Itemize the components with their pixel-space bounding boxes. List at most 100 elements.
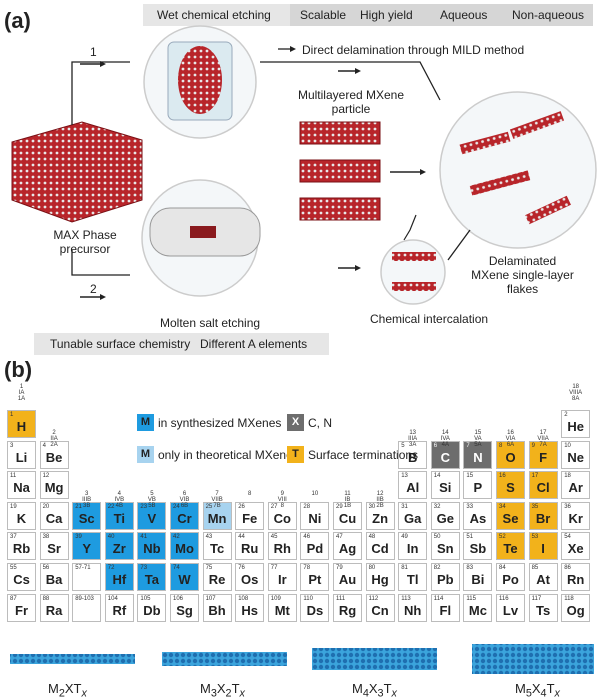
element-symbol: Cr	[177, 510, 192, 526]
formula-part: T	[383, 681, 392, 696]
group-label-g8: 8	[248, 491, 252, 497]
element-symbol: Nh	[404, 602, 422, 618]
element-symbol: Ni	[308, 510, 322, 526]
atomic-number: 30	[368, 503, 376, 510]
group-label-g9: 9 VIII 8	[277, 491, 287, 509]
atomic-number: 89-103	[75, 595, 94, 602]
atomic-number: 40	[107, 534, 115, 541]
formula-part: M	[515, 681, 526, 696]
atomic-number: 44	[238, 534, 245, 541]
element-symbol: Ne	[567, 449, 584, 465]
panel-a-label: (a)	[4, 8, 31, 33]
element-symbol: Rf	[112, 602, 127, 618]
tag-high-yield: High yield	[360, 8, 413, 22]
m3x2-structure	[162, 652, 287, 666]
atomic-number: 85	[531, 565, 539, 571]
atomic-number: 17	[531, 473, 539, 480]
element-symbol: At	[536, 572, 550, 587]
formula-part: M	[200, 681, 211, 696]
atomic-number: 43	[205, 534, 213, 541]
atomic-number: 2	[564, 412, 568, 418]
atomic-number: 82	[433, 565, 441, 571]
atomic-number: 14	[433, 473, 441, 480]
group-label-g10: 10	[311, 491, 319, 497]
element-symbol: K	[16, 510, 27, 526]
formula-label: M2XTx	[48, 681, 87, 700]
element-symbol: Ru	[241, 541, 259, 557]
atomic-number: 114	[433, 595, 444, 602]
route-1-line	[71, 61, 130, 125]
legend-t-text: Surface terminations	[308, 448, 419, 462]
element-symbol: Fe	[242, 510, 258, 526]
molten-etching-title: Molten salt etching	[160, 316, 261, 330]
atomic-number: 10	[564, 442, 571, 449]
element-symbol: Cn	[371, 602, 389, 618]
element-symbol: Rh	[273, 541, 291, 557]
element-symbol: Sr	[47, 541, 61, 557]
atomic-number: 50	[433, 534, 441, 541]
legend-t-box: T	[287, 446, 304, 463]
atomic-number: 56	[42, 565, 50, 571]
atomic-number: 4	[42, 442, 46, 449]
atomic-number: 42	[173, 534, 180, 541]
element-symbol: I	[541, 541, 545, 557]
atomic-number: 34	[499, 503, 506, 510]
atomic-number: 115	[466, 595, 476, 602]
mxene-structures	[10, 644, 594, 674]
element-cell: 89-103	[72, 593, 102, 622]
route-2-line	[71, 250, 130, 276]
element-symbol: As	[469, 510, 487, 526]
atomic-number: 11	[10, 473, 17, 480]
element-symbol: B	[407, 449, 418, 465]
element-symbol: Hf	[112, 572, 127, 587]
mild-label: Direct delamination through MILD method	[302, 43, 525, 57]
formula-part: M	[352, 681, 363, 696]
tag-scalable: Scalable	[300, 8, 347, 22]
element-symbol: Rn	[567, 572, 585, 587]
atomic-number: 78	[303, 565, 311, 571]
element-symbol: Ba	[45, 572, 63, 587]
atomic-number: 32	[433, 503, 441, 510]
intercalation-circle	[380, 239, 446, 305]
atomic-number: 87	[10, 595, 17, 602]
formula-part: 2	[58, 687, 65, 700]
group-label-g7: 7 VIIB 7B	[211, 491, 223, 509]
atomic-number: 104	[107, 595, 118, 602]
element-symbol: Zr	[112, 541, 126, 557]
element-symbol: Sc	[78, 510, 95, 526]
element-symbol: Co	[273, 510, 291, 526]
element-symbol: S	[506, 480, 515, 496]
panel-b-label: (b)	[4, 357, 33, 382]
atomic-number: 54	[564, 534, 571, 541]
formula-label: M3X2Tx	[200, 681, 245, 700]
atomic-number: 47	[336, 534, 343, 541]
